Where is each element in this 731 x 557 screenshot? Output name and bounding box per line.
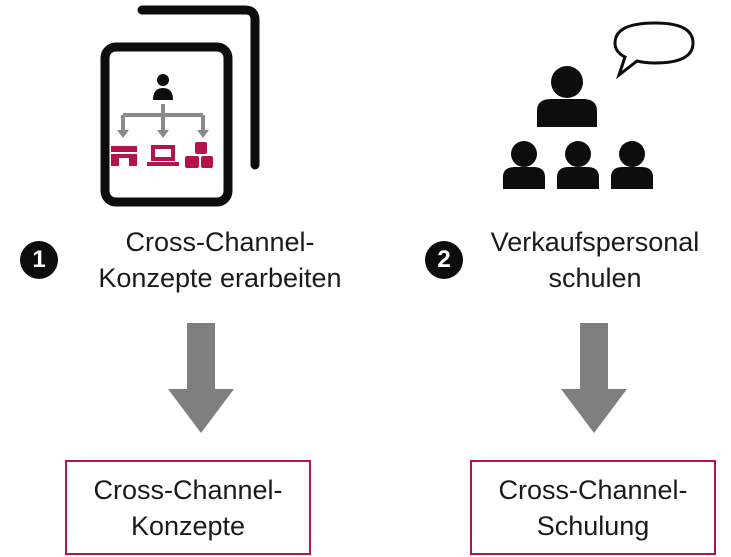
social-icons xyxy=(185,142,213,168)
step-1-number: 1 xyxy=(20,241,58,279)
step-2-label-line-2: schulen xyxy=(548,263,642,293)
result-box-2-line-1: Cross-Channel- xyxy=(498,474,688,505)
speech-bubble-icon xyxy=(613,21,695,80)
result-box-1-line-1: Cross-Channel- xyxy=(93,474,283,505)
presenter-audience-icon xyxy=(503,21,695,189)
step-2-label-line-1: Verkaufspersonal xyxy=(490,227,700,257)
step-1-label-line-2: Konzepte erarbeiten xyxy=(98,263,342,293)
step-1-label: Cross-Channel- Konzepte erarbeiten xyxy=(70,224,370,296)
person-head-shape xyxy=(157,74,169,86)
audience-icon xyxy=(503,141,653,189)
org-arrows xyxy=(117,104,209,138)
down-arrow-1-icon xyxy=(168,323,234,433)
back-tablet-shape xyxy=(137,5,260,170)
step-1-label-line-1: Cross-Channel- xyxy=(125,227,315,257)
tablet-org-chart-icon xyxy=(100,5,260,207)
person-body-shape xyxy=(153,88,173,100)
step-2-label: Verkaufspersonal schulen xyxy=(470,224,720,296)
step-2-number: 2 xyxy=(425,241,463,279)
presenter-icon xyxy=(537,66,597,127)
result-box-1: Cross-Channel- Konzepte xyxy=(65,460,311,555)
down-arrow-2-icon xyxy=(561,323,627,433)
result-box-2-line-2: Schulung xyxy=(536,510,650,541)
result-box-1-line-2: Konzepte xyxy=(130,510,246,541)
store-icon xyxy=(111,146,137,166)
result-box-2: Cross-Channel- Schulung xyxy=(470,460,716,555)
laptop-icon xyxy=(147,145,179,166)
